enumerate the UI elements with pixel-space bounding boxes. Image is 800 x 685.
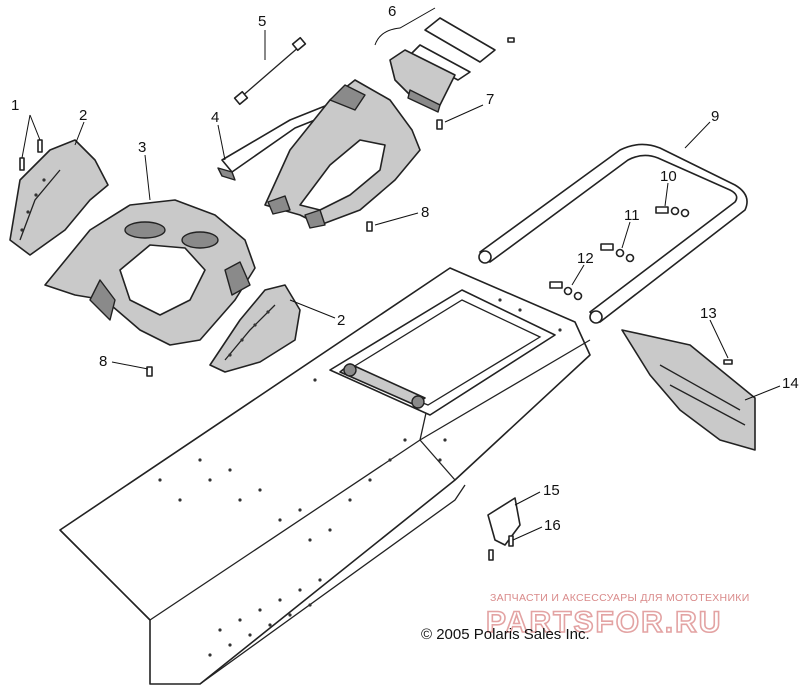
part-4-rail xyxy=(217,99,346,181)
leader-lines xyxy=(74,30,781,541)
callout-13: 13 xyxy=(700,305,717,322)
part-12-bolt xyxy=(549,281,583,301)
tunnel-assembly xyxy=(59,267,591,685)
part-7-fastener xyxy=(436,119,443,130)
callout-8-upper: 8 xyxy=(421,204,429,221)
part-14-snow-flap xyxy=(621,329,756,451)
callout-8-lower: 8 xyxy=(99,353,107,370)
part-16-screw-lower xyxy=(488,549,494,561)
part-15-bracket xyxy=(487,497,521,546)
part-6-taillight xyxy=(374,7,515,113)
callout-5: 5 xyxy=(258,13,266,30)
callout-1: 1 xyxy=(11,97,19,114)
part-16-screw-upper xyxy=(508,535,514,547)
callout-16: 16 xyxy=(544,517,561,534)
part-9-grab-bar xyxy=(478,143,748,324)
callout-10: 10 xyxy=(660,168,677,185)
callout-7: 7 xyxy=(486,91,494,108)
callout-2-right: 2 xyxy=(337,312,345,329)
callout-6: 6 xyxy=(388,3,396,20)
part-2-side-panel-left xyxy=(9,139,109,256)
part-2-side-panel-right xyxy=(209,284,301,373)
part-1-screws xyxy=(19,114,43,171)
part-8-fastener-upper xyxy=(366,221,373,232)
part-8-fastener-lower xyxy=(146,366,153,377)
callout-3: 3 xyxy=(138,139,146,156)
part-5-strut xyxy=(233,36,307,106)
callout-labels: 1 2 3 2 4 5 6 7 8 8 9 10 11 12 13 14 15 … xyxy=(11,3,799,534)
watermark-tagline: ЗАПЧАСТИ И АКСЕССУАРЫ ДЛЯ МОТОТЕХНИКИ xyxy=(490,592,750,604)
part-13-clip xyxy=(723,359,733,365)
part-10-bolt xyxy=(655,206,690,218)
part-3-console xyxy=(44,199,256,346)
callout-9: 9 xyxy=(711,108,719,125)
callout-12: 12 xyxy=(577,250,594,267)
callout-4: 4 xyxy=(211,109,219,126)
part-11-bolt xyxy=(600,243,635,263)
rear-seat-storage xyxy=(264,79,421,229)
copyright-text: © 2005 Polaris Sales Inc. xyxy=(421,626,590,643)
callout-15: 15 xyxy=(543,482,560,499)
callout-2-left: 2 xyxy=(79,107,87,124)
watermark-site: PARTSFOR.RU xyxy=(486,606,722,639)
callout-14: 14 xyxy=(782,375,799,392)
callout-11: 11 xyxy=(624,207,640,224)
